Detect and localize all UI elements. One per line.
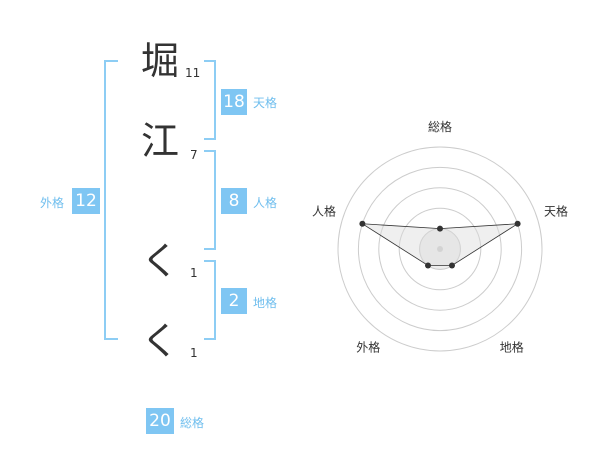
jinkaku-bracket [204,150,216,250]
radar-point-2 [514,220,521,227]
chikaku-value: 2 [221,288,247,314]
radar-axis-label-5: 人格 [312,203,336,218]
name-char-1: 堀 [141,39,180,83]
stroke-count-1: 11 [185,66,201,80]
jinkaku-label: 人格 [253,196,278,210]
stroke-count-4: 1 [190,346,198,360]
name-char-3: く [141,239,180,283]
soukaku-label: 総格 [180,416,205,430]
radar-ring [337,146,543,352]
soukaku-value: 20 [146,408,174,434]
radar-ring [398,207,482,291]
radar-axis-label-3: 地格 [500,340,524,355]
stroke-count-3: 1 [190,266,198,280]
tenkaku-value: 18 [221,89,247,115]
tenkaku-bracket [204,60,216,140]
gaikaku-bracket [104,60,118,340]
gaikaku-value: 12 [72,188,100,214]
name-char-2: 江 [141,119,180,163]
name-char-4: く [141,319,180,363]
radar-axis-label-4: 外格 [356,340,380,355]
radar-point-5 [359,220,366,227]
tenkaku-label: 天格 [253,96,278,110]
gaikaku-label: 外格 [40,196,65,210]
stroke-count-2: 7 [190,148,198,162]
radar-point-1 [437,225,443,232]
jinkaku-value: 8 [221,188,247,214]
radar-ring [357,166,523,332]
radar-polygon [362,223,518,266]
radar-axis-label-2: 天格 [544,203,568,218]
radar-point-3 [448,262,455,269]
chikaku-bracket [204,260,216,340]
radar-axis-label-1: 総格 [428,119,452,134]
radar-point-4 [425,262,432,269]
radar-center-dot [437,246,443,252]
chikaku-label: 地格 [253,296,278,310]
radar-ring [378,187,502,311]
